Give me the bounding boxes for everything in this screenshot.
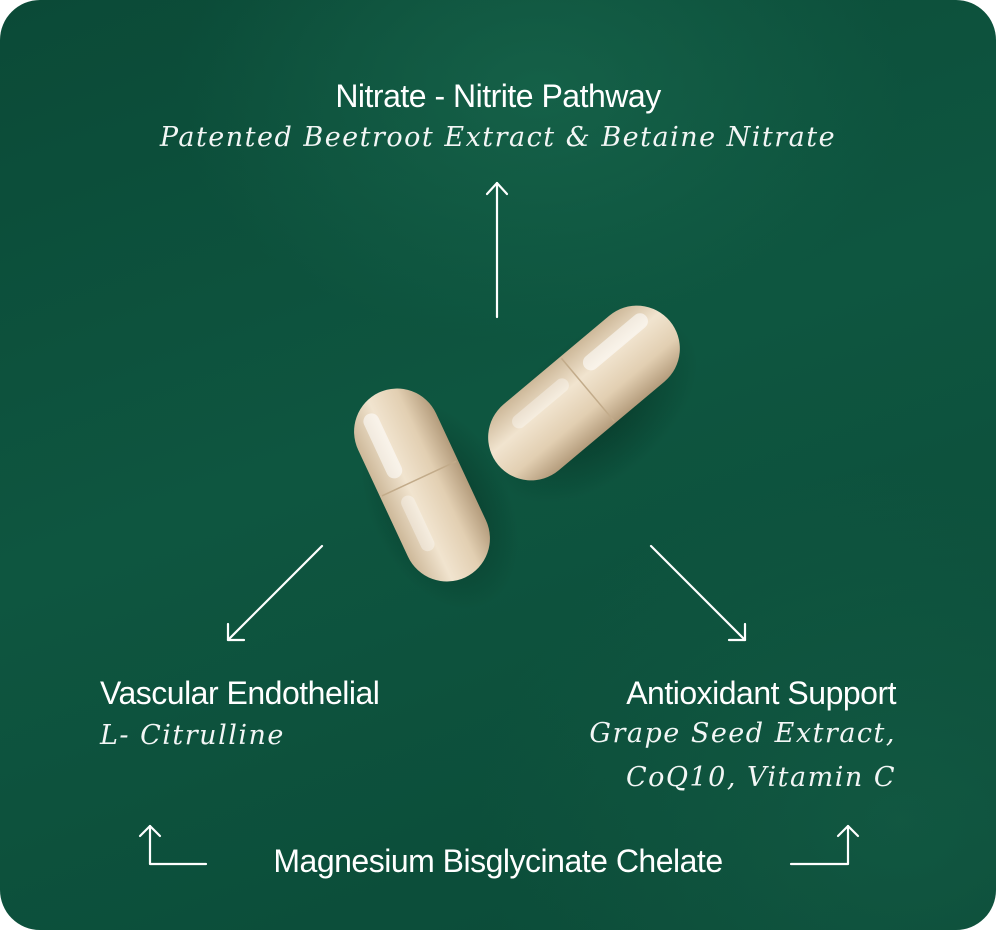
right-pathway-subtitle-line1: Grape Seed Extract, bbox=[589, 718, 896, 749]
right-pathway-title: Antioxidant Support bbox=[626, 675, 896, 711]
arrow-down-left-icon bbox=[226, 544, 324, 642]
arrow-down-right-icon bbox=[649, 544, 747, 642]
capsule-pill-icon bbox=[488, 305, 680, 481]
arrow-up-icon bbox=[485, 181, 509, 319]
corner-arrow-up-left-icon bbox=[138, 824, 208, 866]
right-pathway-subtitle-line2: CoQ10, Vitamin C bbox=[625, 762, 896, 793]
corner-arrow-up-right-icon bbox=[789, 824, 860, 866]
bottom-pathway-title: Magnesium Bisglycinate Chelate bbox=[273, 843, 723, 879]
top-pathway-title: Nitrate - Nitrite Pathway bbox=[335, 78, 661, 114]
capsule-pill-icon bbox=[354, 388, 490, 582]
top-pathway-subtitle: Patented Beetroot Extract & Betaine Nitr… bbox=[159, 122, 837, 153]
left-pathway-subtitle: L- Citrulline bbox=[100, 720, 285, 751]
left-pathway-title: Vascular Endothelial bbox=[100, 675, 380, 711]
